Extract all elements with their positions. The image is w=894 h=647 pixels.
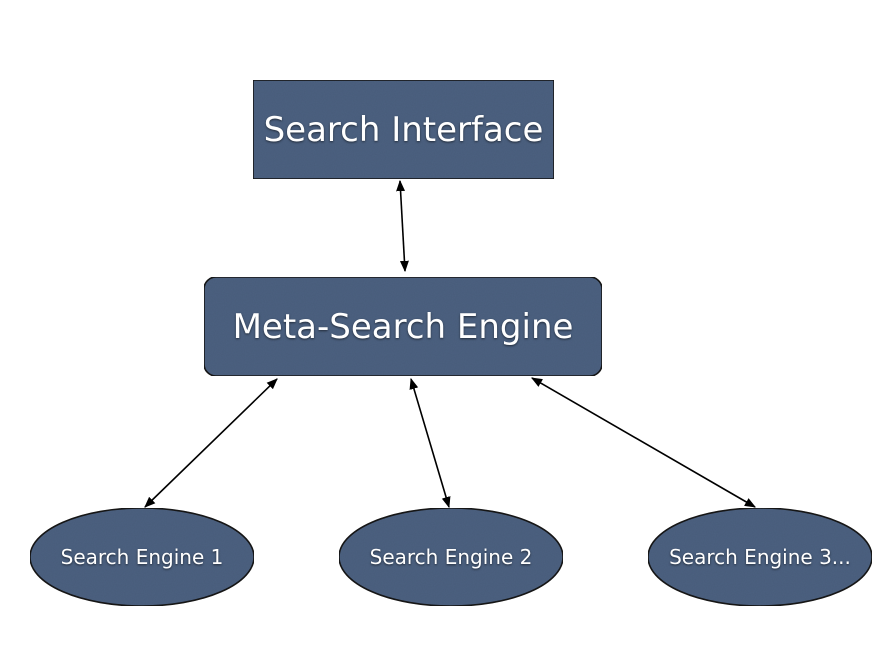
- search-engine-3-ellipse: [647, 507, 873, 607]
- search-engine-1-ellipse: [29, 507, 255, 607]
- connector-meta-engine-3: [531, 377, 756, 508]
- connector-interface-meta: [396, 179, 409, 273]
- search-engine-2-ellipse: [338, 507, 564, 607]
- connector-meta-engine-1: [144, 378, 278, 508]
- connector-meta-engine-2: [409, 377, 451, 509]
- search-interface-box: [252, 79, 555, 180]
- meta-search-engine-box: [203, 276, 603, 377]
